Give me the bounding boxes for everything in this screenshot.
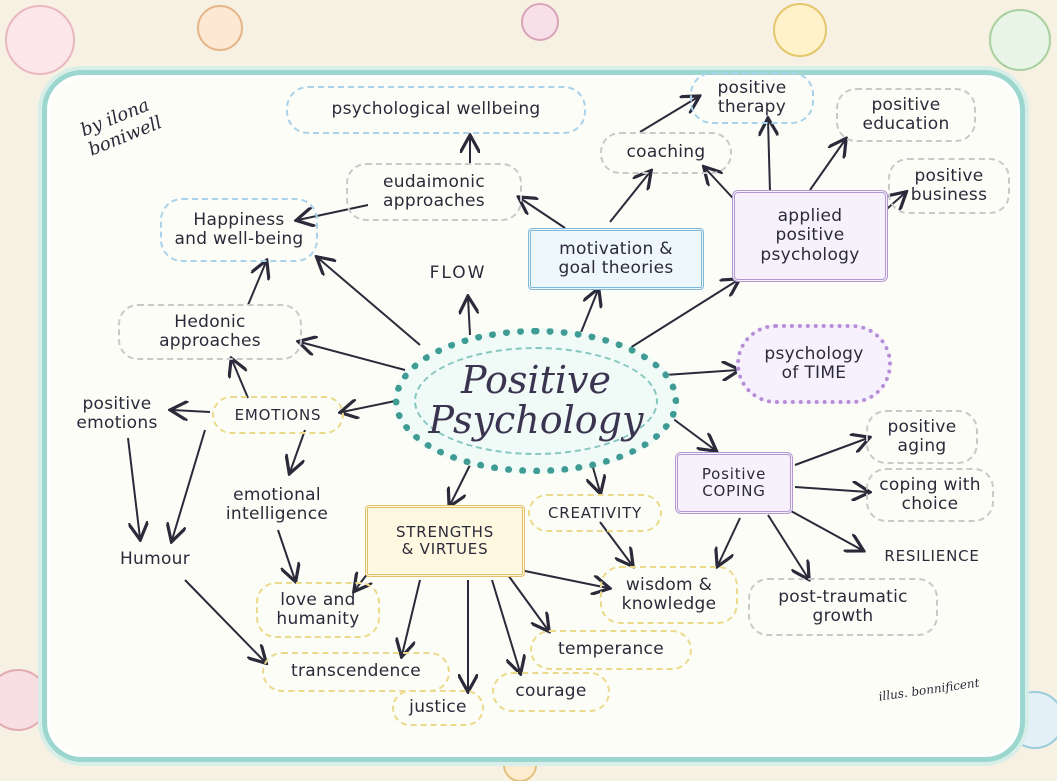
node-positive-business: positive business bbox=[888, 158, 1010, 214]
arrow-strengths-courage bbox=[491, 579, 520, 672]
arrow-ei-love bbox=[277, 529, 295, 580]
arrow-hedonic-happiness bbox=[247, 262, 266, 306]
node-positive-coping: Positive COPING bbox=[675, 452, 793, 514]
node-coping-with-choice: coping with choice bbox=[866, 468, 994, 522]
node-emotions: EMOTIONS bbox=[212, 396, 344, 434]
arrow-center-emotions bbox=[342, 400, 401, 412]
arrow-emotions-positive bbox=[172, 410, 211, 412]
node-strengths-virtues: STRENGTHS & VIRTUES bbox=[365, 505, 525, 577]
arrow-strengths-transcendence bbox=[402, 579, 421, 655]
arrow-center-motivation bbox=[579, 290, 598, 336]
node-creativity: CREATIVITY bbox=[528, 494, 662, 532]
arrow-center-applied bbox=[629, 280, 738, 349]
arrow-positive-humour bbox=[127, 437, 140, 538]
node-applied-positive-psychology: applied positive psychology bbox=[732, 190, 888, 282]
node-positive-aging: positive aging bbox=[866, 410, 978, 464]
node-positive-therapy: positive therapy bbox=[690, 72, 814, 124]
arrow-center-flow bbox=[468, 298, 470, 336]
arrow-coping-posttraumatic bbox=[767, 514, 808, 578]
arrow-coaching-therapy bbox=[639, 97, 698, 133]
arrow-center-coping bbox=[671, 417, 715, 450]
node-eudaimonic-approaches: eudaimonic approaches bbox=[346, 163, 522, 221]
node-emotional-intelligence: emotional intelligence bbox=[225, 484, 329, 524]
center-title-line1: Positive bbox=[461, 358, 611, 403]
node-happiness-wellbeing: Happiness and well-being bbox=[160, 198, 318, 262]
node-positive-emotions: positive emotions bbox=[76, 393, 158, 433]
node-positive-education: positive education bbox=[836, 88, 976, 142]
node-coaching: coaching bbox=[600, 132, 732, 174]
node-flow: FLOW bbox=[429, 263, 487, 284]
node-post-traumatic-growth: post-traumatic growth bbox=[748, 578, 938, 636]
arrow-strengths-wisdom bbox=[519, 569, 608, 588]
node-psychological-wellbeing: psychological wellbeing bbox=[286, 86, 586, 134]
node-courage: courage bbox=[492, 672, 610, 712]
arrow-center-happiness bbox=[318, 258, 421, 346]
arrow-center-hedonic bbox=[300, 342, 406, 371]
arrow-creativity-wisdom bbox=[599, 521, 632, 565]
node-justice: justice bbox=[392, 690, 484, 726]
arrow-coping-aging bbox=[794, 438, 868, 466]
arrow-emotions-hedonic bbox=[232, 360, 249, 399]
arrow-coping-wisdom bbox=[718, 517, 741, 565]
arrow-emotions-ei bbox=[290, 429, 306, 472]
node-hedonic-approaches: Hedonic approaches bbox=[118, 304, 302, 360]
node-transcendence: transcendence bbox=[262, 652, 450, 692]
arrow-applied-education bbox=[809, 140, 845, 191]
node-wisdom-knowledge: wisdom & knowledge bbox=[600, 566, 738, 624]
arrow-strengths-temperance bbox=[507, 574, 548, 630]
arrow-coping-resilience bbox=[779, 504, 862, 550]
node-motivation-goal-theories: motivation & goal theories bbox=[528, 228, 704, 290]
arrow-humour-transcendence bbox=[184, 579, 265, 662]
arrow-emotions-humour bbox=[172, 429, 206, 540]
arrow-motivation-coaching bbox=[609, 172, 650, 223]
central-topic: Positive Psychology bbox=[393, 328, 679, 474]
arrow-coping-choice bbox=[794, 487, 868, 492]
center-title-line2: Psychology bbox=[428, 398, 644, 442]
node-psychology-of-time: psychology of TIME bbox=[736, 324, 892, 404]
arrow-motivation-eudaimonic bbox=[520, 198, 566, 229]
node-resilience: RESILIENCE bbox=[884, 546, 980, 565]
arrow-center-time bbox=[664, 370, 738, 375]
arrow-applied-therapy bbox=[768, 120, 770, 193]
node-love-humanity: love and humanity bbox=[256, 582, 380, 638]
node-temperance: temperance bbox=[530, 630, 692, 670]
node-humour: Humour bbox=[119, 549, 191, 570]
